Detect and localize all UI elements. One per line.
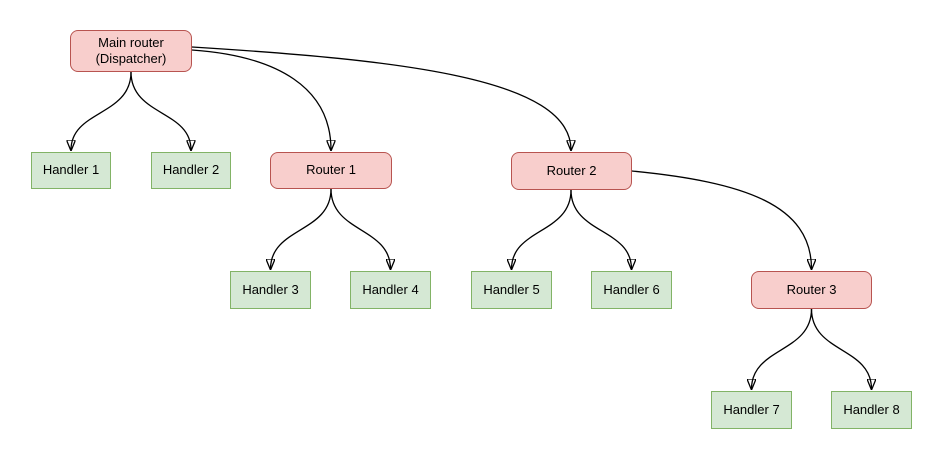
node-handler-6-label: Handler 6 <box>603 281 660 297</box>
edge-router-1-to-handler-4 <box>330 188 391 269</box>
edge-router-1-to-handler-3 <box>271 188 332 269</box>
edge-router-2-to-router-3 <box>631 170 812 269</box>
node-main-router: Main router (Dispatcher) <box>70 30 192 72</box>
node-handler-4: Handler 4 <box>350 271 431 309</box>
node-handler-2-label: Handler 2 <box>162 162 220 178</box>
edge-router-2-to-handler-5 <box>512 189 572 269</box>
node-handler-8-label: Handler 8 <box>843 401 900 417</box>
edge-router-3-to-handler-7 <box>752 308 813 389</box>
edge-router-2-to-handler-6 <box>570 189 632 269</box>
edge-main-router-to-router-2 <box>191 46 571 150</box>
edge-main-router-to-handler-2 <box>130 71 191 150</box>
node-router-1-label: Router 1 <box>306 162 356 178</box>
node-handler-1: Handler 1 <box>31 152 111 189</box>
edge-router-3-to-handler-8 <box>810 308 872 389</box>
node-router-2-label: Router 2 <box>546 162 597 178</box>
node-handler-3: Handler 3 <box>230 271 311 309</box>
node-router-2: Router 2 <box>511 152 632 190</box>
node-main-router-label: Main router (Dispatcher) <box>95 34 167 66</box>
node-handler-3-label: Handler 3 <box>242 281 299 297</box>
node-handler-7-label: Handler 7 <box>723 401 780 417</box>
node-handler-4-label: Handler 4 <box>362 281 419 297</box>
node-router-3-label: Router 3 <box>786 281 837 297</box>
node-router-1: Router 1 <box>270 152 392 189</box>
node-router-3: Router 3 <box>751 271 872 309</box>
node-handler-5-label: Handler 5 <box>483 281 540 297</box>
edge-main-router-to-router-1 <box>191 49 331 150</box>
node-handler-2: Handler 2 <box>151 152 231 189</box>
node-handler-5: Handler 5 <box>471 271 552 309</box>
edge-main-router-to-handler-1 <box>71 71 132 150</box>
node-handler-8: Handler 8 <box>831 391 912 429</box>
node-handler-7: Handler 7 <box>711 391 792 429</box>
node-handler-6: Handler 6 <box>591 271 672 309</box>
node-handler-1-label: Handler 1 <box>42 162 100 178</box>
